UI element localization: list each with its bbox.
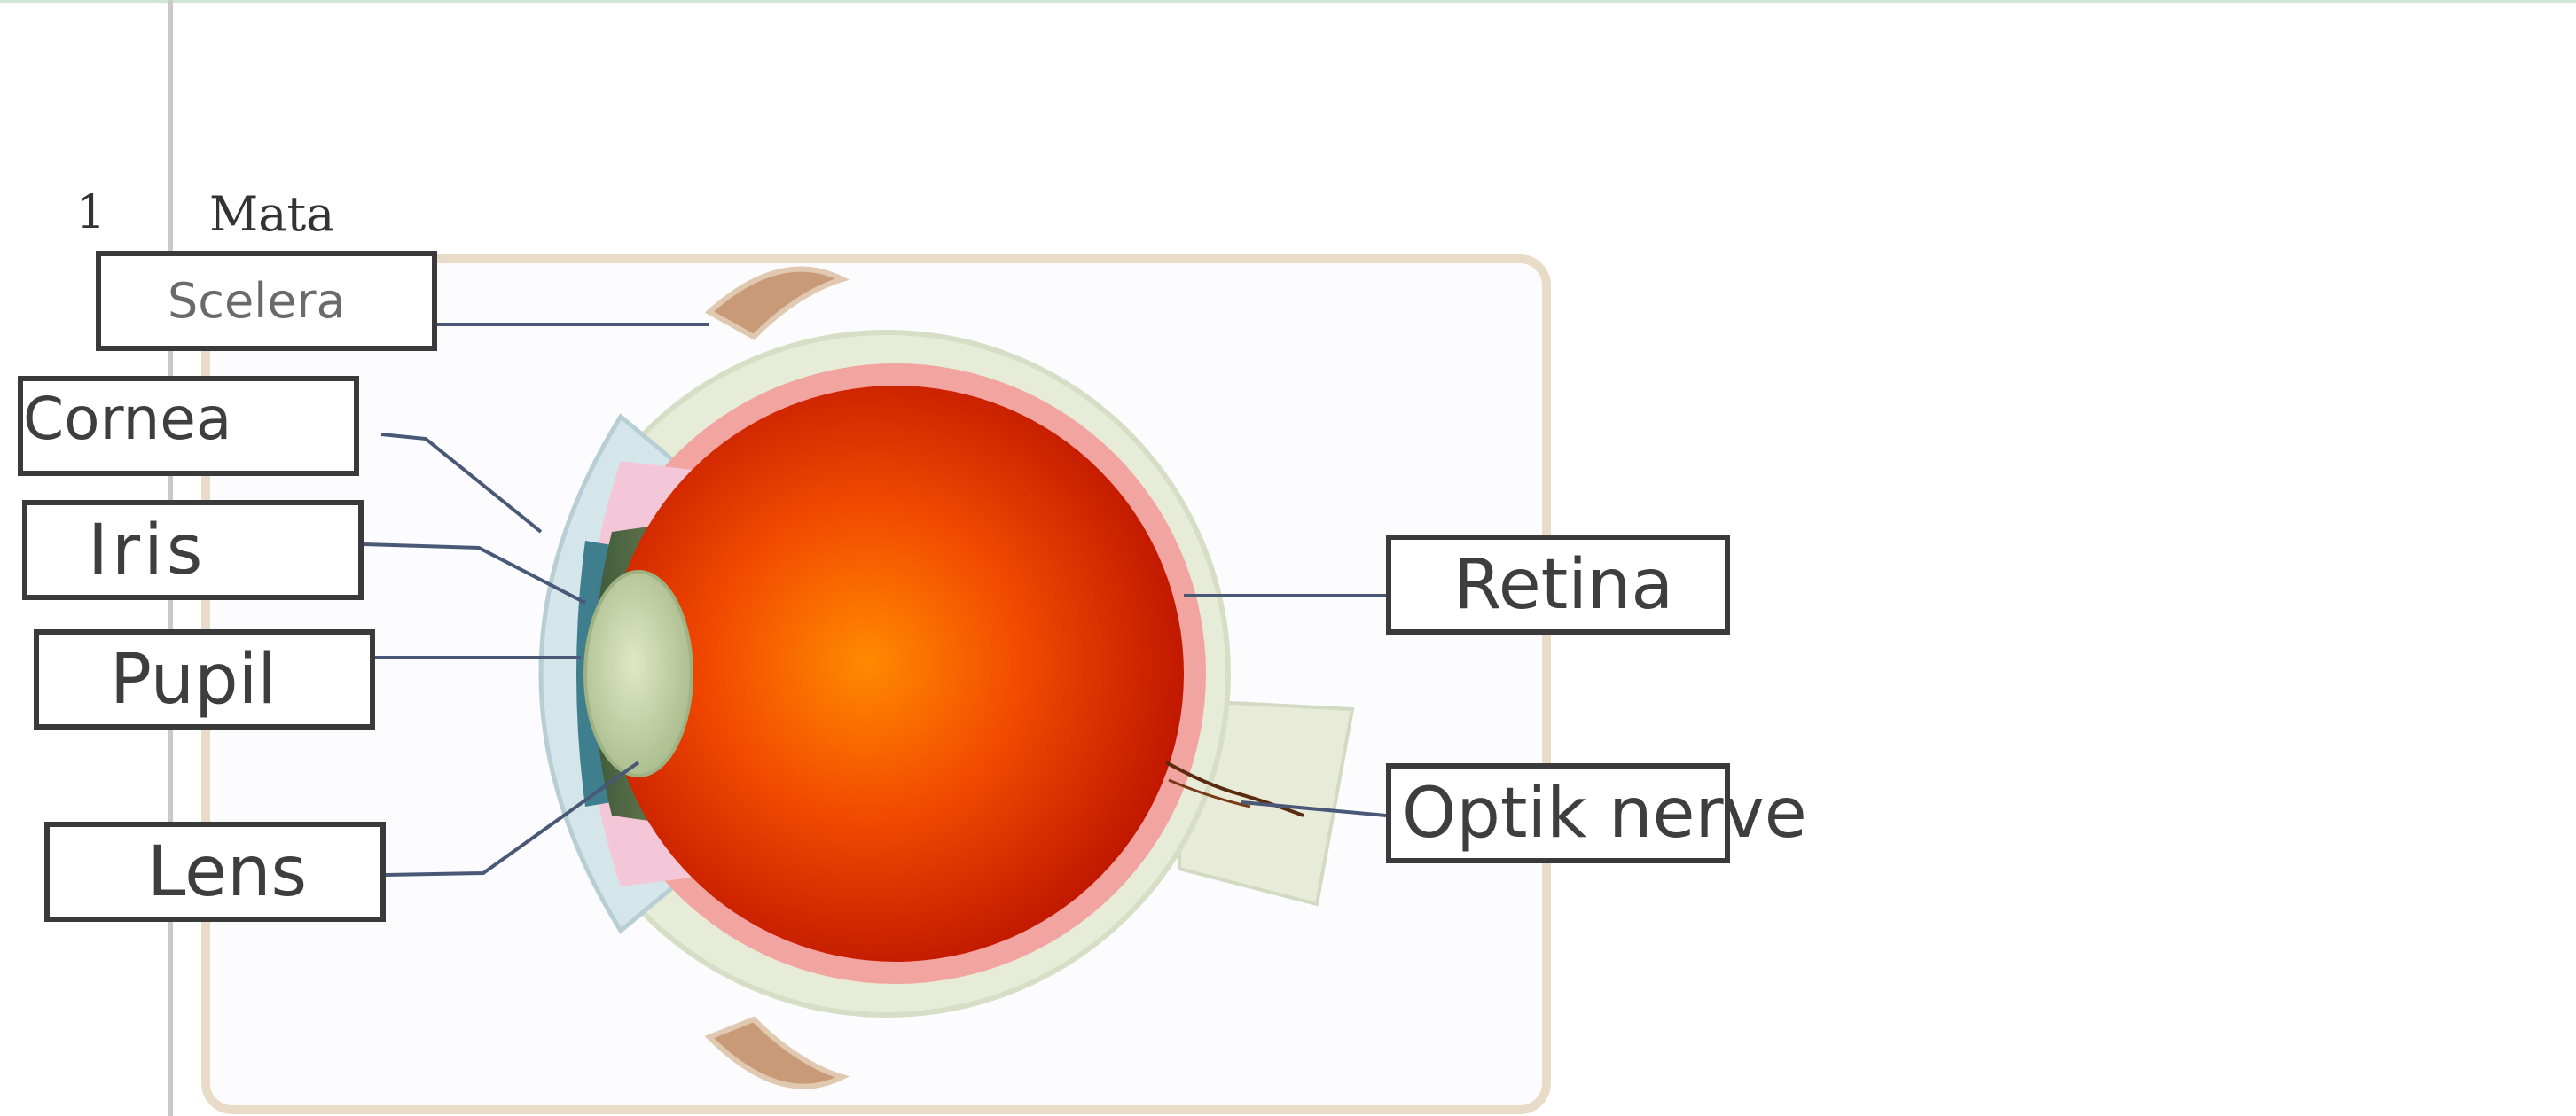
label-cornea-text: Cornea — [23, 385, 231, 453]
label-sclera-text: Scelera — [168, 273, 346, 329]
label-lens-text: Lens — [147, 832, 307, 912]
label-iris: Iris — [22, 500, 364, 600]
label-optic-nerve-text: Optik nerve — [1402, 774, 1807, 854]
label-retina-text: Retina — [1453, 545, 1673, 625]
label-retina: Retina — [1386, 535, 1730, 635]
label-pupil: Pupil — [34, 629, 375, 730]
label-lens: Lens — [44, 822, 386, 922]
label-pupil-text: Pupil — [110, 640, 277, 720]
label-sclera: Scelera — [96, 251, 437, 351]
label-optic-nerve: Optik nerve — [1386, 763, 1730, 863]
label-iris-text: Iris — [88, 511, 206, 590]
eyeball-globe — [607, 386, 1184, 962]
label-cornea: Cornea — [18, 376, 359, 476]
lens-shape — [585, 572, 692, 776]
